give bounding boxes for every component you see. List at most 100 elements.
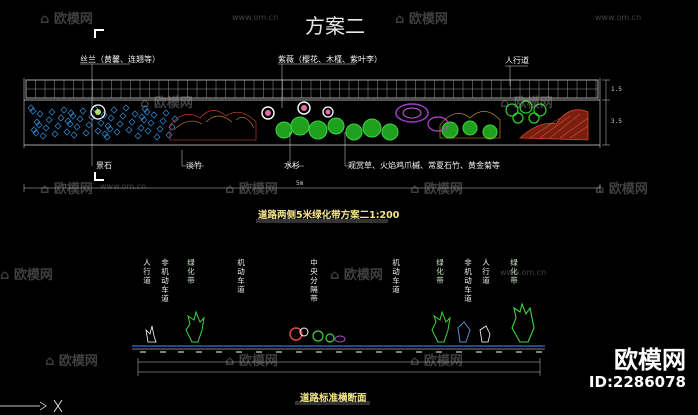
groundcover-mark: [125, 126, 133, 134]
groundcover-mark: [73, 123, 81, 131]
groundcover-mark: [51, 130, 59, 138]
purple-shrub: [395, 103, 429, 123]
label-water-fir: 水杉: [284, 161, 300, 170]
watermark-logo: ⌂ 欧模网: [500, 96, 553, 111]
green-circle-shrubs: [505, 100, 547, 124]
groundcover-mark: [140, 116, 148, 124]
groundcover-mark: [63, 128, 71, 136]
tree-canopy: [381, 123, 399, 141]
groundcover-mark: [113, 128, 121, 136]
bamboo-hatch: [169, 110, 257, 141]
watermark-logo: ⌂ 欧模网: [40, 182, 93, 197]
groundcover-mark: [104, 122, 112, 130]
watermark-logo: ⌂ 欧模网: [330, 268, 383, 283]
tree-canopy: [345, 123, 363, 141]
section-label: 机动车道: [392, 258, 400, 294]
section-label: 机动车道: [237, 258, 245, 294]
watermark-logo: ⌂ 欧模网: [45, 354, 98, 369]
groundcover-mark: [45, 116, 53, 124]
groundcover-mark: [29, 107, 37, 115]
label-crape-myrtle: 紫薇（樱花、木槿、紫叶李）: [278, 55, 382, 64]
section-trees: [145, 302, 535, 343]
groundcover-mark: [76, 115, 84, 123]
plan-title: 方案二: [305, 14, 365, 38]
blue-groundcover-hatch: [27, 104, 179, 141]
red-hatch: [518, 109, 589, 141]
model-id: ID:2286078: [588, 373, 686, 391]
section-view: [0, 302, 545, 413]
tree-canopy: [327, 117, 345, 135]
groundcover-mark: [165, 131, 173, 139]
groundcover-mark: [103, 133, 111, 141]
watermark-logo: ⌂ 欧模网: [410, 354, 463, 369]
groundcover-mark: [171, 115, 179, 123]
groundcover-mark: [159, 117, 167, 125]
groundcover-mark: [107, 114, 115, 122]
watermark-logo: ⌂ 欧模网: [0, 268, 53, 283]
tree-canopy: [290, 116, 310, 136]
watermark-logo: ⌂ 欧模网: [40, 12, 93, 27]
watermark-logo: ⌂ 欧模网: [395, 12, 448, 27]
watermark-logo: ⌂ 欧模网: [225, 354, 278, 369]
watermark-url: www.om.cn: [232, 13, 279, 22]
section-label: 绿化带: [436, 258, 444, 285]
groundcover-mark: [30, 126, 38, 134]
watermark-url: www.om.cn: [500, 268, 547, 277]
groundcover-mark: [128, 118, 136, 126]
groundcover-mark: [85, 121, 93, 129]
groundcover-mark: [39, 132, 47, 140]
section-label: 人行道: [482, 258, 490, 285]
groundcover-mark: [35, 121, 43, 129]
plan-view: [23, 29, 610, 223]
groundcover-mark: [42, 124, 50, 132]
groundcover-mark: [106, 125, 114, 133]
groundcover-mark: [137, 124, 145, 132]
groundcover-mark: [88, 113, 96, 121]
groundcover-mark: [162, 109, 170, 117]
groundcover-mark: [101, 130, 109, 138]
tree-canopy: [462, 120, 478, 136]
groundcover-mark: [27, 104, 35, 112]
label-landscape-stone: 景石: [96, 161, 112, 170]
watermark-url: www.om.cn: [595, 13, 642, 22]
water-fir-trees: [275, 116, 498, 141]
groundcover-mark: [66, 120, 74, 128]
paving-grid: [25, 80, 598, 98]
groundcover-mark: [48, 108, 56, 116]
watermark-logo: ⌂ 欧模网: [595, 182, 648, 197]
groundcover-mark: [82, 129, 90, 137]
groundcover-mark: [168, 123, 176, 131]
section-label: 中央分隔带: [310, 258, 318, 303]
label-bamboo: 淡竹: [186, 161, 202, 170]
groundcover-mark: [110, 106, 118, 114]
groundcover-mark: [150, 111, 158, 119]
groundcover-mark: [69, 112, 77, 120]
tree-canopy: [275, 121, 293, 139]
groundcover-mark: [131, 110, 139, 118]
groundcover-mark: [141, 105, 149, 113]
section-label: 绿化带: [510, 258, 518, 285]
groundcover-mark: [147, 119, 155, 127]
tree-canopy: [482, 124, 498, 140]
groundcover-mark: [54, 122, 62, 130]
section-label: 绿化带: [187, 258, 195, 285]
groundcover-mark: [33, 118, 41, 126]
section-label: 非机动车道: [464, 258, 472, 303]
groundcover-mark: [122, 104, 130, 112]
dimension-b: 3.5: [611, 118, 622, 125]
watermark-logo: ⌂ 欧模网: [410, 182, 463, 197]
groundcover-mark: [57, 114, 65, 122]
brand-logo-text: 欧模网: [614, 346, 686, 374]
label-ornamental-grasses: 观赏草、火焰鸡爪槭、常夏石竹、黄金菊等: [348, 161, 500, 170]
watermark-url: www.om.cn: [100, 182, 147, 191]
plan-caption: 道路两侧5米绿化带方案二1:200: [258, 210, 400, 221]
dimension-total: 5m: [296, 180, 304, 187]
tree-canopy: [308, 120, 328, 140]
groundcover-mark: [153, 133, 161, 141]
groundcover-mark: [94, 127, 102, 135]
groundcover-mark: [70, 131, 78, 139]
groundcover-mark: [119, 112, 127, 120]
watermark-logo: ⌂ 欧模网: [225, 182, 278, 197]
groundcover-mark: [143, 108, 151, 116]
